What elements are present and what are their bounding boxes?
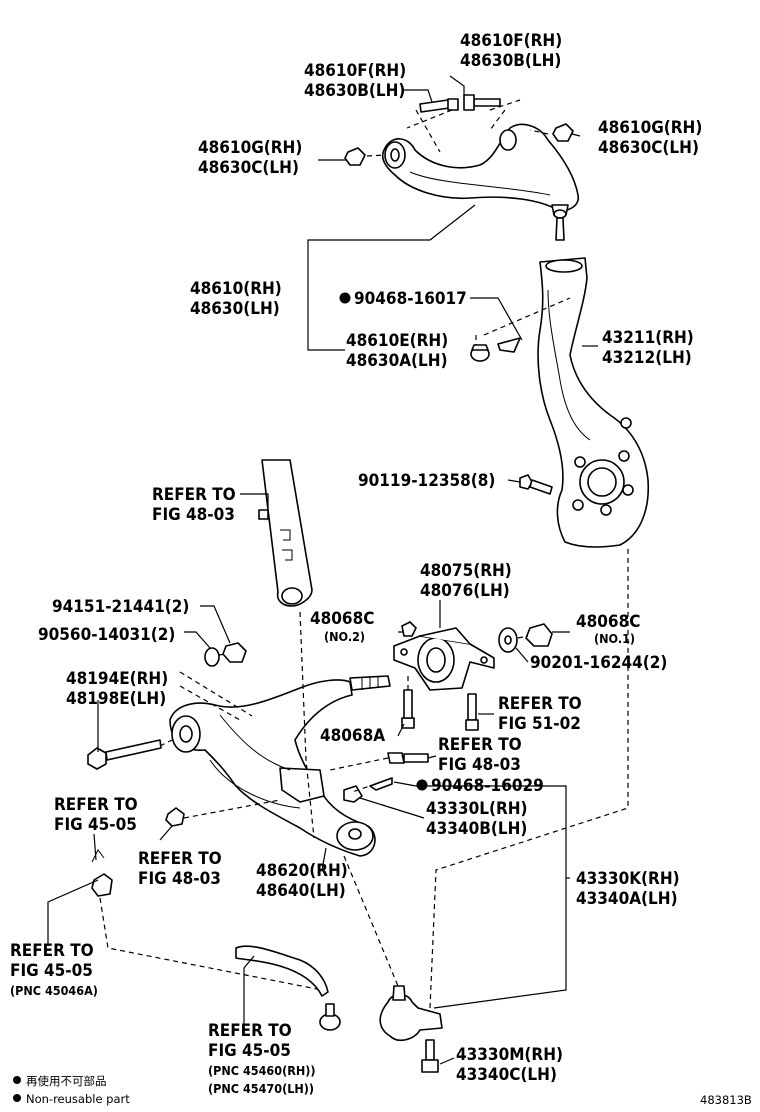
label-nut-left-rh: 48610G(RH) — [198, 138, 302, 158]
label-upper-bolt2-lh: 48630B(LH) — [304, 81, 405, 101]
label-upper-bolt-lh: 48630B(LH) — [460, 51, 561, 71]
label-refer-45-05-c-line3: (PNC 45460(RH)) — [208, 1063, 316, 1078]
tie-rod — [235, 945, 341, 1031]
lower-ball-joint — [379, 985, 443, 1073]
label-refer-48-03-a-line1: REFER TO — [152, 485, 236, 505]
label-refer-45-05-a-line2: FIG 45-05 — [54, 815, 137, 835]
legend: 再使用不可部品 Non-reusable part — [13, 1074, 130, 1106]
bolt-48068a — [401, 689, 415, 729]
label-bushing-lh: 48076(LH) — [420, 581, 510, 601]
label-upper-arm-lh: 48630(LH) — [190, 299, 280, 319]
label-balljoint-rh: 43330K(RH) — [576, 869, 680, 889]
non-reusable-marker — [416, 779, 428, 791]
label-refer-48-03-a-line2: FIG 48-03 — [152, 505, 235, 525]
callout-labels: 48610F(RH) 48630B(LH) 48610F(RH) 48630B(… — [10, 31, 702, 1096]
label-cover-rh: 43330L(RH) — [426, 799, 528, 819]
label-bushing-rh: 48075(RH) — [420, 561, 512, 581]
label-knuckle-lh: 43212(LH) — [602, 348, 692, 368]
tie-rod-end-upper — [91, 849, 113, 897]
label-lower-arm-rh: 48620(RH) — [256, 861, 348, 881]
label-upper-bolt2-rh: 48610F(RH) — [304, 61, 406, 81]
label-lower-bolt-lh: 48198E(LH) — [66, 689, 166, 709]
label-lower-bolt-rh: 48194E(RH) — [66, 669, 168, 689]
label-refer-45-05-c-line2: FIG 45-05 — [208, 1041, 291, 1061]
label-nut-48068c-no1: 48068C — [576, 612, 640, 632]
lower-control-arm — [169, 675, 391, 857]
label-knuckle-bolt: 90119-12358(8) — [358, 471, 495, 491]
label-upper-arm-rh: 48610(RH) — [190, 279, 282, 299]
label-lower-bj-bolt-lh: 43340C(LH) — [456, 1065, 557, 1085]
legend-text-cn: 再使用不可部品 — [26, 1074, 107, 1088]
lower-pin-cover — [343, 777, 393, 803]
label-grommet-lh: 48630A(LH) — [346, 351, 448, 371]
label-refer-45-05-b-line2: FIG 45-05 — [10, 961, 93, 981]
label-refer-48-03-b-line2: FIG 48-03 — [438, 755, 521, 775]
non-reusable-marker — [339, 292, 351, 304]
label-lower-bj-bolt-rh: 43330M(RH) — [456, 1045, 563, 1065]
label-washer-90201: 90201-16244(2) — [530, 653, 667, 673]
lower-arm-nut-washer — [204, 642, 247, 667]
upper-grommet — [470, 337, 521, 362]
label-no1: (NO.1) — [594, 631, 635, 646]
label-refer-48-03-b-line1: REFER TO — [438, 735, 522, 755]
label-nut-left-lh: 48630C(LH) — [198, 158, 299, 178]
knuckle-bolt — [519, 474, 553, 495]
label-refer-48-03-c-line2: FIG 48-03 — [138, 869, 221, 889]
legend-dot-icon — [13, 1094, 21, 1102]
label-refer-45-05-c-line4: (PNC 45470(LH)) — [208, 1081, 314, 1096]
label-refer-51-02-line1: REFER TO — [498, 694, 582, 714]
lower-bushing-bracket — [393, 627, 495, 691]
upper-arm-bolts — [419, 94, 501, 113]
label-upper-bolt-rh: 48610F(RH) — [460, 31, 562, 51]
lower-arm-bolt — [87, 739, 162, 770]
label-pin-lower: 90468-16029 — [431, 776, 544, 796]
label-nut-48068c-no2: 48068C — [310, 609, 374, 629]
label-refer-45-05-a-line1: REFER TO — [54, 795, 138, 815]
label-balljoint-lh: 43340A(LH) — [576, 889, 678, 909]
strut-rod — [258, 459, 313, 607]
nut-washer-no1 — [498, 623, 553, 653]
leader-lines — [47, 75, 598, 1065]
label-nut-right-lh: 48630C(LH) — [598, 138, 699, 158]
label-cover-lh: 43340B(LH) — [426, 819, 527, 839]
label-refer-45-05-b-line1: REFER TO — [10, 941, 94, 961]
label-refer-51-02-line2: FIG 51-02 — [498, 714, 581, 734]
label-pin-upper: 90468-16017 — [354, 289, 467, 309]
diagram-id: 483813B — [700, 1093, 752, 1107]
label-no2: (NO.2) — [324, 629, 365, 644]
legend-text-en: Non-reusable part — [26, 1092, 130, 1106]
bolt-refer-51-02 — [465, 693, 479, 731]
upper-arm-nuts — [344, 123, 574, 166]
label-washer-90560: 90560-14031(2) — [38, 625, 175, 645]
steering-knuckle — [537, 257, 650, 548]
upper-control-arm — [381, 123, 580, 241]
label-bolt-48068a: 48068A — [320, 726, 385, 746]
label-nut-right-rh: 48610G(RH) — [598, 118, 702, 138]
label-refer-45-05-c-line1: REFER TO — [208, 1021, 292, 1041]
label-lower-arm-lh: 48640(LH) — [256, 881, 346, 901]
label-refer-45-05-b-line3: (PNC 45046A) — [10, 983, 98, 998]
legend-dot-icon — [13, 1076, 21, 1084]
label-refer-48-03-c-line1: REFER TO — [138, 849, 222, 869]
label-grommet-rh: 48610E(RH) — [346, 331, 448, 351]
label-knuckle-rh: 43211(RH) — [602, 328, 694, 348]
label-nut-94151: 94151-21441(2) — [52, 597, 189, 617]
bolt-refer-48-03 — [387, 752, 429, 764]
